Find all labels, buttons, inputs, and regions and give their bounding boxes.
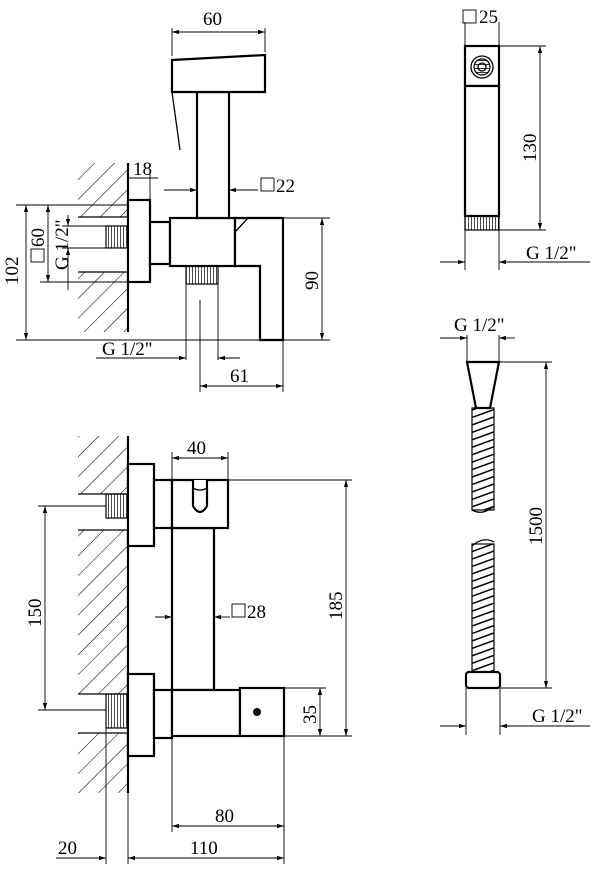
hose-bottom-nut [464,670,502,690]
front-lever [238,686,286,738]
dim-20: 20 [58,838,77,859]
dim-1500: 1500 [526,507,547,545]
bottom-thread [185,265,219,285]
handshower-view: 25 130 G 1/2" [440,7,590,270]
lever [233,216,285,342]
dim-18: 18 [133,159,152,180]
handshower-thread [464,215,500,231]
front-column [170,526,216,692]
dim-square-28: 28 [247,602,266,623]
upper-wall-thread [105,493,131,519]
upper-flange [126,462,156,548]
dim-hose-thread-top: G 1/2" [454,315,505,336]
dim-thread-bottom: G 1/2" [102,339,153,360]
dim-handshower-thread: G 1/2" [526,243,577,264]
dim-61: 61 [230,366,249,387]
dim-thread-left: G 1/2" [52,219,73,270]
dim-square-25: 25 [479,7,498,28]
dim-35: 35 [300,705,321,724]
handshower-head [170,53,267,94]
dim-185: 185 [326,592,347,621]
wall-hatch-upper [78,163,128,217]
holder-column [195,90,231,220]
dim-40: 40 [187,438,206,459]
dim-90: 90 [302,271,323,290]
wall-hatch-lower [78,272,128,332]
valve-body [168,216,237,268]
lower-wall-thread [105,693,131,729]
dim-square-22: 22 [276,176,295,197]
flange [126,198,152,284]
handshower-handle [463,84,501,218]
wall-hatch-c [78,733,128,793]
lower-flange [126,672,156,758]
hose-upper-coil [471,407,495,511]
wall-thread [105,225,131,249]
wall-hatch-b [78,530,128,694]
front-view: 40 150 28 185 35 80 20 110 [25,436,352,864]
side-view: 60 18 22 102 60 G 1/2" 90 [2,9,330,392]
dim-flange-60: 60 [28,228,49,247]
dim-130: 130 [520,134,541,163]
dim-80: 80 [215,806,234,827]
dim-hose-thread-bottom: G 1/2" [532,706,583,727]
wall-hatch-a [78,436,128,494]
hose-top-cone [465,360,501,410]
dim-102: 102 [2,257,23,286]
dim-110: 110 [190,838,218,859]
dim-60-top: 60 [203,9,222,30]
hose-lower-coil [471,543,495,673]
hose-view: G 1/2" 1500 G 1/2" [440,315,590,735]
front-valve-body [170,688,242,738]
dim-150: 150 [25,599,46,628]
